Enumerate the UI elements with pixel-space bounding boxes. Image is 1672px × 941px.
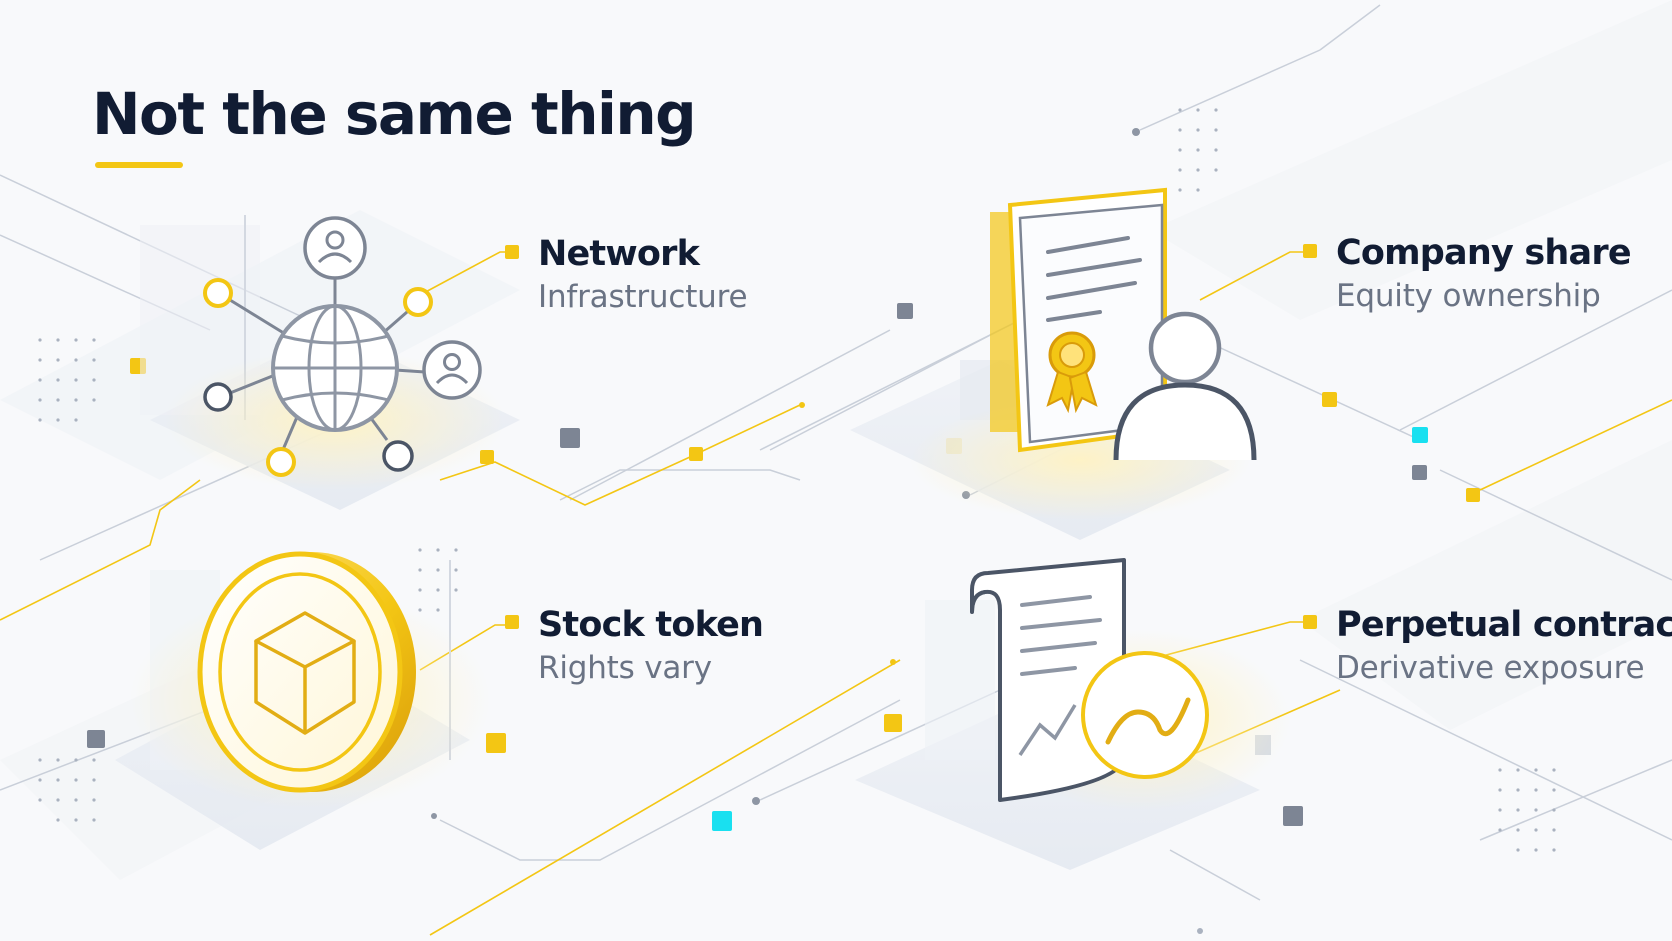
perpetual-contract-description: Derivative exposure (1336, 650, 1645, 686)
stock-token-bullet (505, 615, 519, 629)
company-share-bullet (1303, 244, 1317, 258)
perpetual-contract-title: Perpetual contract (1336, 605, 1672, 645)
dot-grid-middle (418, 548, 458, 612)
network-bullet (505, 245, 519, 259)
coin-cube-icon (115, 551, 490, 850)
company-share-title: Company share (1336, 233, 1632, 273)
contract-chart-icon (855, 558, 1290, 870)
certificate-person-icon (850, 187, 1257, 540)
perpetual-contract-label: Perpetual contract Derivative exposure (1336, 604, 1672, 690)
company-share-description: Equity ownership (1336, 278, 1601, 314)
stock-token-title: Stock token (538, 605, 764, 645)
title-underline (95, 162, 183, 168)
page-title: Not the same thing (92, 80, 697, 148)
network-description: Infrastructure (538, 279, 748, 315)
network-label: Network Infrastructure (538, 233, 748, 319)
dot-grid-bottom-left (38, 758, 96, 822)
perpetual-contract-bullet (1303, 615, 1317, 629)
dot-grid-top-right (1178, 108, 1218, 192)
network-title: Network (538, 234, 700, 274)
stock-token-label: Stock token Rights vary (538, 604, 764, 690)
company-share-label: Company share Equity ownership (1336, 232, 1632, 318)
dot-grid-bottom-right (1498, 768, 1556, 852)
dot-grid-left (38, 338, 96, 422)
globe-network-icon (140, 215, 520, 510)
stock-token-description: Rights vary (538, 650, 712, 686)
circuit-lines-yellow (0, 251, 1672, 936)
